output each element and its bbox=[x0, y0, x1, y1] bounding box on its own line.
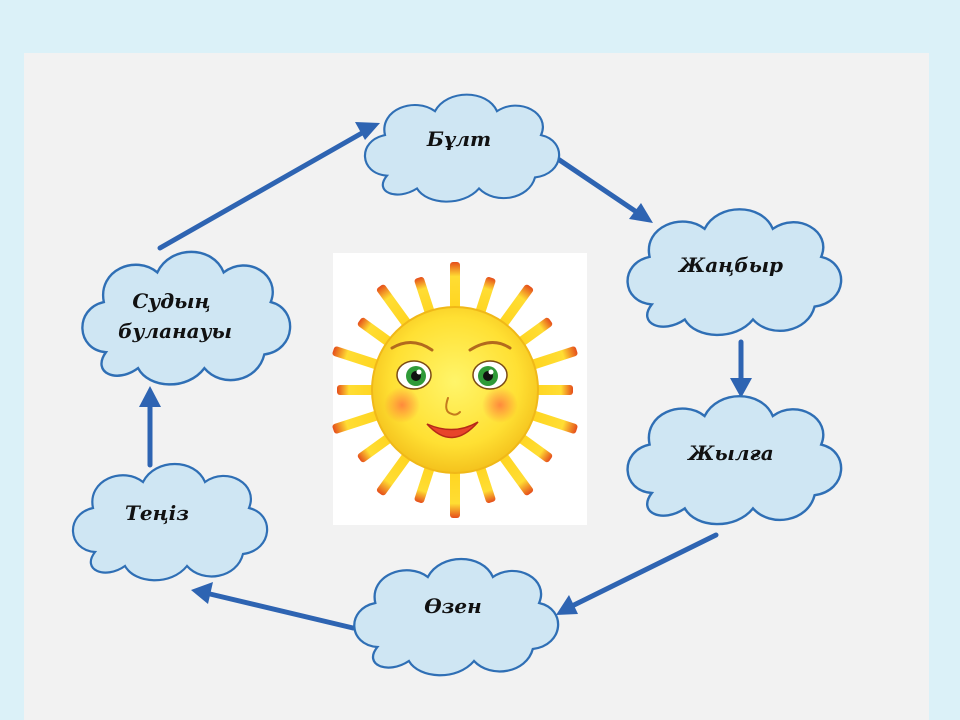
cloud-shape bbox=[363, 93, 561, 203]
svg-text:Жылға: Жылға bbox=[686, 441, 773, 465]
sun-ray bbox=[450, 460, 460, 518]
cloud-shape bbox=[626, 208, 843, 337]
sun-nose bbox=[445, 397, 461, 416]
arrow-evaporation-to-cloud bbox=[157, 130, 365, 251]
cloud-node-river: Өзен bbox=[353, 557, 560, 677]
right-cheek bbox=[482, 387, 518, 423]
sun-ray bbox=[450, 262, 460, 320]
stream-label: Жылға bbox=[686, 441, 773, 465]
arrow-stream-to-river bbox=[569, 532, 719, 609]
arrow-head bbox=[730, 378, 752, 398]
svg-text:Бұлт: Бұлт bbox=[426, 127, 491, 151]
left-eyebrow bbox=[390, 341, 434, 352]
arrow-head bbox=[139, 386, 161, 407]
cloud-node-stream: Жылға bbox=[626, 395, 843, 526]
rain-label: Жаңбыр bbox=[677, 253, 783, 277]
cloud-shape bbox=[81, 250, 292, 386]
cloud-shape bbox=[71, 462, 269, 582]
arrow-head bbox=[191, 582, 213, 604]
arrow-cloud-to-rain bbox=[552, 154, 641, 216]
cloud-node-evaporation: Судың буланауы bbox=[81, 250, 292, 386]
sun-mouth bbox=[426, 421, 479, 439]
evaporation-label-line2: буланауы bbox=[118, 319, 232, 343]
right-eye-glint bbox=[488, 369, 494, 375]
cloud-shape bbox=[353, 557, 560, 677]
arrow-head bbox=[556, 595, 578, 615]
sun-image bbox=[332, 253, 587, 525]
sea-label: Теңіз bbox=[125, 501, 189, 525]
svg-text:Жаңбыр: Жаңбыр bbox=[677, 253, 783, 277]
arrow-river-to-sea bbox=[207, 591, 356, 631]
arrow-head bbox=[629, 203, 653, 223]
evaporation-label-line1: Судың bbox=[132, 289, 210, 313]
svg-text:Теңіз: Теңіз bbox=[125, 501, 189, 525]
cycle-arrows bbox=[139, 122, 752, 631]
cloud-node-rain: Жаңбыр bbox=[626, 208, 843, 337]
sun-face bbox=[371, 306, 539, 474]
cloud-node-cloud: Бұлт bbox=[363, 93, 561, 203]
svg-text:Өзен: Өзен bbox=[424, 594, 482, 618]
cloud-node-sea: Теңіз bbox=[71, 462, 269, 582]
left-cheek bbox=[384, 387, 420, 423]
svg-text:Судың буланауы: Судың буланауы bbox=[118, 289, 232, 343]
river-label: Өзен bbox=[424, 594, 482, 618]
cloud-label: Бұлт bbox=[426, 127, 491, 151]
right-eyebrow bbox=[468, 341, 512, 352]
cloud-shape bbox=[626, 395, 843, 526]
left-eye-glint bbox=[416, 369, 422, 375]
arrow-head bbox=[355, 122, 380, 140]
